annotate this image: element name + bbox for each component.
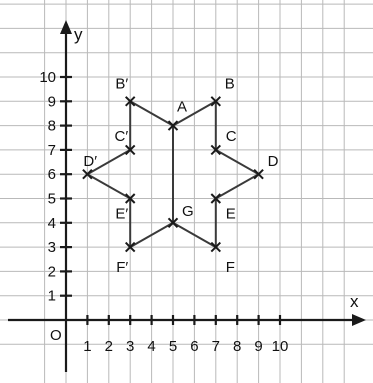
point-mark [210, 144, 222, 156]
point-label: F [226, 259, 235, 276]
x-tick-label: 5 [169, 338, 177, 355]
point-label: D [268, 153, 279, 170]
y-axis-arrow [60, 20, 72, 34]
point-label: C [226, 128, 237, 145]
y-tick-label: 2 [48, 263, 56, 280]
x-tick-label: 3 [126, 338, 134, 355]
shape-segment [172, 100, 217, 127]
y-tick-label: 1 [48, 288, 56, 305]
point-mark [167, 120, 179, 131]
y-tick-label: 3 [48, 239, 56, 256]
x-tick-label: 4 [147, 338, 155, 355]
y-tick-label: 7 [48, 142, 56, 159]
y-tick-label: 9 [48, 93, 56, 110]
y-tick-label: 4 [48, 215, 56, 232]
point-label: E′ [115, 206, 128, 223]
point-label: D′ [83, 153, 97, 170]
point-mark [124, 241, 136, 253]
x-tick-label: 10 [272, 338, 289, 355]
x-axis-title: x [350, 292, 359, 311]
point-mark [124, 96, 136, 107]
point-marks [82, 96, 264, 253]
point-mark [124, 193, 136, 204]
shape-segment [172, 221, 217, 248]
y-axis-title: y [74, 25, 83, 44]
point-mark [210, 193, 222, 204]
point-mark [210, 96, 222, 107]
shape-segment [215, 149, 260, 176]
y-tick-label: 10 [39, 69, 56, 86]
point-mark [253, 168, 264, 180]
shape-segment [86, 173, 131, 200]
point-label: E [226, 206, 236, 223]
x-tick-label: 9 [254, 338, 262, 355]
point-label: F′ [116, 259, 128, 276]
point-label: G [182, 203, 194, 220]
x-tick-label: 6 [190, 338, 198, 355]
x-tick-label: 1 [83, 338, 91, 355]
x-tick-label: 7 [212, 338, 220, 355]
point-mark [210, 241, 222, 253]
origin-label: O [50, 327, 62, 344]
point-label: B′ [115, 75, 128, 92]
axes: x y O [8, 20, 366, 372]
x-axis-arrow [352, 314, 366, 326]
x-tick-label: 8 [233, 338, 241, 355]
point-mark [124, 144, 136, 156]
shape-segment [86, 149, 131, 176]
y-tick-label: 5 [48, 191, 56, 208]
point-label: A [177, 99, 187, 116]
star-shape [86, 100, 260, 248]
shape-segment [129, 221, 174, 248]
x-tick-label: 2 [105, 338, 113, 355]
y-tick-label: 8 [48, 118, 56, 135]
point-label: B [225, 75, 235, 92]
y-tick-label: 6 [48, 166, 56, 183]
point-label: C′ [115, 128, 129, 145]
shape-segment [129, 100, 174, 127]
point-labels: A B C D E F G F′ E′ D′ C′ B′ [83, 75, 278, 276]
point-mark [82, 168, 93, 180]
shape-segment [215, 173, 260, 200]
point-mark [167, 217, 179, 229]
